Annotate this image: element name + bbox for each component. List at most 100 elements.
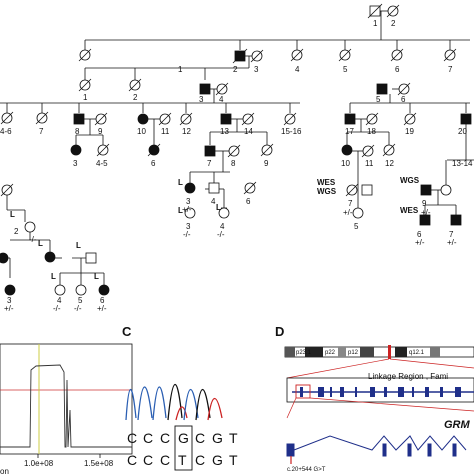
svg-text:C: C [127, 430, 137, 446]
svg-text:12: 12 [385, 159, 394, 168]
svg-text:18: 18 [367, 127, 376, 136]
svg-text:8: 8 [231, 159, 236, 168]
svg-text:p22: p22 [325, 350, 336, 356]
svg-text:17: 17 [345, 127, 354, 136]
svg-text:q12.1: q12.1 [409, 350, 425, 356]
trace-black-1 [167, 383, 183, 421]
svg-text:L: L [94, 272, 99, 281]
svg-text:19: 19 [405, 127, 414, 136]
svg-text:1: 1 [83, 93, 88, 102]
svg-text:+/-: +/- [421, 208, 431, 217]
svg-text:p12: p12 [348, 350, 359, 356]
pedigree-lines [0, 10, 474, 285]
svg-text:4: 4 [211, 197, 216, 206]
svg-text:L: L [10, 210, 15, 219]
svg-text:5: 5 [376, 95, 381, 104]
trace-red-2 [207, 397, 223, 421]
svg-text:1.0e+08: 1.0e+08 [24, 459, 54, 468]
svg-text:L: L [178, 206, 183, 215]
svg-text:8: 8 [75, 127, 80, 136]
svg-text:4: 4 [57, 296, 62, 305]
svg-text:+/-: +/- [343, 208, 353, 217]
svg-text:c.20+544 G>T: c.20+544 G>T [287, 467, 326, 473]
trace-blue-4 [183, 388, 199, 421]
svg-text:-/-: -/- [217, 230, 225, 239]
svg-text:5: 5 [354, 222, 359, 231]
svg-text:6: 6 [395, 65, 400, 74]
svg-text:7: 7 [448, 65, 453, 74]
linkage-region-track: Linkage Region , Fami [286, 372, 474, 403]
svg-text:C: C [143, 430, 153, 446]
svg-text:20: 20 [458, 127, 467, 136]
svg-text:13: 13 [220, 127, 229, 136]
svg-text:T: T [229, 430, 238, 446]
svg-text:3: 3 [7, 296, 12, 305]
pedigree-symbols [0, 3, 472, 296]
svg-text:2: 2 [391, 19, 396, 28]
svg-text:Linkage Region , Fami: Linkage Region , Fami [368, 372, 448, 381]
svg-text:+/-: +/- [447, 238, 457, 247]
svg-text:4: 4 [219, 95, 224, 104]
svg-text:13-14: 13-14 [452, 159, 473, 168]
svg-text:L: L [178, 178, 183, 187]
svg-text:10: 10 [341, 159, 350, 168]
trace-black-2 [195, 388, 211, 421]
svg-text:C: C [160, 452, 170, 468]
linkage-plot: 1.0e+08 1.5e+08 on [0, 343, 133, 474]
svg-text:+/-: +/- [97, 304, 107, 313]
svg-text:6: 6 [100, 296, 105, 305]
lod-curve [0, 364, 132, 448]
svg-text:C: C [122, 324, 132, 339]
svg-text:C: C [160, 430, 170, 446]
svg-text:3: 3 [254, 65, 259, 74]
svg-text:15-16: 15-16 [281, 127, 302, 136]
svg-text:-/-: -/- [29, 235, 37, 244]
svg-text:6: 6 [401, 95, 406, 104]
svg-text:G: G [212, 430, 223, 446]
svg-text:C: C [143, 452, 153, 468]
svg-text:D: D [275, 324, 284, 339]
svg-text:C: C [195, 430, 205, 446]
svg-text:WES: WES [317, 178, 336, 187]
gene-bars [300, 387, 461, 397]
svg-text:2: 2 [233, 65, 238, 74]
svg-text:+/-: +/- [4, 304, 14, 313]
svg-text:C: C [195, 452, 205, 468]
reference-sequence: C C C G C G T [127, 430, 238, 446]
trace-blue-2 [137, 386, 153, 421]
svg-text:-/-: -/- [53, 304, 61, 313]
svg-text:G: G [178, 430, 189, 446]
gene-structure-panel: D p23.1 p22 p12 q12.1 Linkage Region , F… [275, 324, 474, 473]
svg-text:1: 1 [373, 19, 378, 28]
svg-text:11: 11 [161, 127, 170, 136]
svg-text:-/-: -/- [183, 230, 191, 239]
svg-text:L: L [216, 203, 221, 212]
svg-text:10: 10 [137, 127, 146, 136]
svg-text:3: 3 [73, 159, 78, 168]
svg-text:L: L [38, 239, 43, 248]
svg-text:WGS: WGS [400, 176, 420, 185]
svg-text:9: 9 [264, 159, 269, 168]
svg-text:7: 7 [449, 230, 454, 239]
svg-text:3: 3 [199, 95, 204, 104]
svg-text:6: 6 [417, 230, 422, 239]
svg-text:2: 2 [14, 227, 19, 236]
svg-text:1: 1 [178, 65, 183, 74]
svg-text:WES: WES [400, 206, 419, 215]
chromatogram-panel: C C C C G C G T C C C T C G T [122, 324, 238, 471]
exon-intron-model [286, 435, 467, 457]
svg-text:4: 4 [220, 222, 225, 231]
svg-text:on: on [0, 467, 9, 474]
svg-text:4: 4 [295, 65, 300, 74]
svg-text:5: 5 [78, 296, 83, 305]
pedigree-labels: 1 2 1 2 3 4 5 6 7 1 2 3 4 5 6 4-6 7 8 9 … [0, 19, 473, 313]
variant-sequence: C C C T C G T [127, 452, 238, 468]
svg-text:1.5e+08: 1.5e+08 [84, 459, 114, 468]
svg-text:5: 5 [343, 65, 348, 74]
svg-text:3: 3 [186, 222, 191, 231]
svg-text:T: T [178, 452, 187, 468]
svg-text:6: 6 [246, 197, 251, 206]
trace-blue-1 [125, 388, 137, 421]
svg-text:11: 11 [365, 159, 374, 168]
svg-text:3: 3 [186, 197, 191, 206]
